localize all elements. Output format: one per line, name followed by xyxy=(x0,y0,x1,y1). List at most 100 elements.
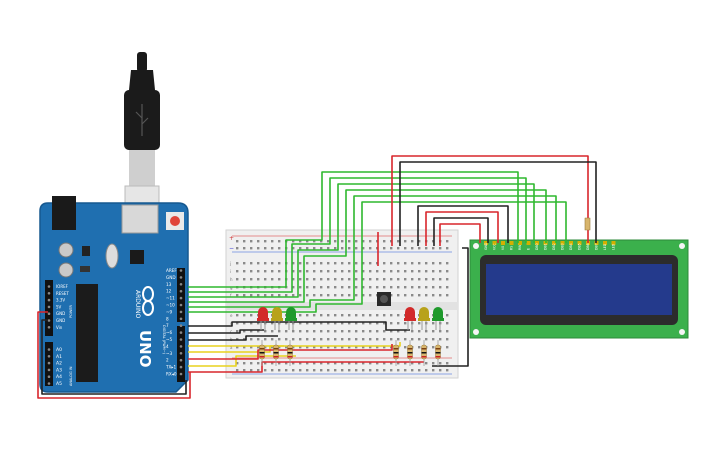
breadboard-hole[interactable] xyxy=(355,262,358,265)
breadboard-hole[interactable] xyxy=(355,346,358,349)
breadboard-hole[interactable] xyxy=(306,278,309,281)
breadboard-hole[interactable] xyxy=(306,322,309,325)
breadboard-hole[interactable] xyxy=(278,294,281,297)
breadboard-hole[interactable] xyxy=(334,362,337,365)
breadboard-hole[interactable] xyxy=(271,338,274,341)
breadboard-hole[interactable] xyxy=(446,330,449,333)
breadboard-hole[interactable] xyxy=(341,262,344,265)
breadboard-hole[interactable] xyxy=(390,247,393,250)
breadboard-hole[interactable] xyxy=(390,286,393,289)
header-pin[interactable] xyxy=(179,317,183,321)
breadboard-hole[interactable] xyxy=(439,338,442,341)
breadboard-hole[interactable] xyxy=(369,346,372,349)
breadboard-hole[interactable] xyxy=(257,278,260,281)
breadboard-hole[interactable] xyxy=(278,247,281,250)
breadboard-hole[interactable] xyxy=(369,369,372,372)
resistor[interactable] xyxy=(287,340,293,366)
breadboard-hole[interactable] xyxy=(432,286,435,289)
breadboard-hole[interactable] xyxy=(446,314,449,317)
breadboard-hole[interactable] xyxy=(446,322,449,325)
breadboard-hole[interactable] xyxy=(411,270,414,273)
breadboard-hole[interactable] xyxy=(418,294,421,297)
breadboard-hole[interactable] xyxy=(264,346,267,349)
breadboard-hole[interactable] xyxy=(299,286,302,289)
breadboard-hole[interactable] xyxy=(292,286,295,289)
breadboard-hole[interactable] xyxy=(306,270,309,273)
breadboard-hole[interactable] xyxy=(313,362,316,365)
header-pin[interactable] xyxy=(179,289,183,293)
breadboard-hole[interactable] xyxy=(348,330,351,333)
breadboard-hole[interactable] xyxy=(334,322,337,325)
breadboard-hole[interactable] xyxy=(257,362,260,365)
breadboard-hole[interactable] xyxy=(278,369,281,372)
breadboard-hole[interactable] xyxy=(299,369,302,372)
breadboard-hole[interactable] xyxy=(257,240,260,243)
breadboard-hole[interactable] xyxy=(313,346,316,349)
breadboard-hole[interactable] xyxy=(383,362,386,365)
breadboard-hole[interactable] xyxy=(397,330,400,333)
breadboard-hole[interactable] xyxy=(383,247,386,250)
breadboard-hole[interactable] xyxy=(313,247,316,250)
breadboard-hole[interactable] xyxy=(348,270,351,273)
breadboard-hole[interactable] xyxy=(397,262,400,265)
breadboard-hole[interactable] xyxy=(376,322,379,325)
lcd-pin[interactable] xyxy=(518,241,522,245)
green-led[interactable] xyxy=(285,307,297,330)
breadboard-hole[interactable] xyxy=(292,294,295,297)
breadboard-hole[interactable] xyxy=(250,362,253,365)
breadboard-hole[interactable] xyxy=(439,330,442,333)
breadboard-hole[interactable] xyxy=(257,330,260,333)
breadboard-hole[interactable] xyxy=(348,314,351,317)
breadboard-hole[interactable] xyxy=(362,330,365,333)
breadboard-hole[interactable] xyxy=(348,240,351,243)
breadboard-hole[interactable] xyxy=(425,294,428,297)
green-led[interactable] xyxy=(432,307,444,330)
breadboard-hole[interactable] xyxy=(271,369,274,372)
breadboard-hole[interactable] xyxy=(397,286,400,289)
breadboard-hole[interactable] xyxy=(313,240,316,243)
breadboard-hole[interactable] xyxy=(369,322,372,325)
breadboard-hole[interactable] xyxy=(271,322,274,325)
header-pin[interactable] xyxy=(179,345,183,348)
breadboard-hole[interactable] xyxy=(292,338,295,341)
breadboard-hole[interactable] xyxy=(306,314,309,317)
breadboard-hole[interactable] xyxy=(376,346,379,349)
breadboard-hole[interactable] xyxy=(334,338,337,341)
breadboard-hole[interactable] xyxy=(334,270,337,273)
breadboard-hole[interactable] xyxy=(383,240,386,243)
lcd-pin[interactable] xyxy=(535,241,539,245)
breadboard-hole[interactable] xyxy=(327,330,330,333)
breadboard-hole[interactable] xyxy=(285,338,288,341)
breadboard-hole[interactable] xyxy=(306,330,309,333)
breadboard-hole[interactable] xyxy=(397,369,400,372)
breadboard-hole[interactable] xyxy=(327,278,330,281)
breadboard-hole[interactable] xyxy=(369,330,372,333)
breadboard-hole[interactable] xyxy=(243,346,246,349)
breadboard-hole[interactable] xyxy=(404,240,407,243)
breadboard-hole[interactable] xyxy=(383,286,386,289)
breadboard-hole[interactable] xyxy=(425,262,428,265)
breadboard-hole[interactable] xyxy=(243,330,246,333)
header-pin[interactable] xyxy=(179,296,183,300)
breadboard-hole[interactable] xyxy=(418,338,421,341)
breadboard-hole[interactable] xyxy=(383,346,386,349)
breadboard-hole[interactable] xyxy=(432,346,435,349)
breadboard-hole[interactable] xyxy=(348,346,351,349)
breadboard-hole[interactable] xyxy=(439,278,442,281)
breadboard-hole[interactable] xyxy=(278,278,281,281)
breadboard-hole[interactable] xyxy=(236,346,239,349)
lcd-pin[interactable] xyxy=(492,241,497,245)
breadboard-hole[interactable] xyxy=(432,262,435,265)
breadboard-hole[interactable] xyxy=(320,286,323,289)
breadboard-hole[interactable] xyxy=(257,294,260,297)
resistor[interactable] xyxy=(273,340,279,366)
breadboard-hole[interactable] xyxy=(334,369,337,372)
header-pin[interactable] xyxy=(47,326,51,329)
breadboard-hole[interactable] xyxy=(292,346,295,349)
breadboard-hole[interactable] xyxy=(327,314,330,317)
breadboard-hole[interactable] xyxy=(397,294,400,297)
breadboard-hole[interactable] xyxy=(390,330,393,333)
breadboard-hole[interactable] xyxy=(327,286,330,289)
breadboard-hole[interactable] xyxy=(327,369,330,372)
breadboard-hole[interactable] xyxy=(376,369,379,372)
